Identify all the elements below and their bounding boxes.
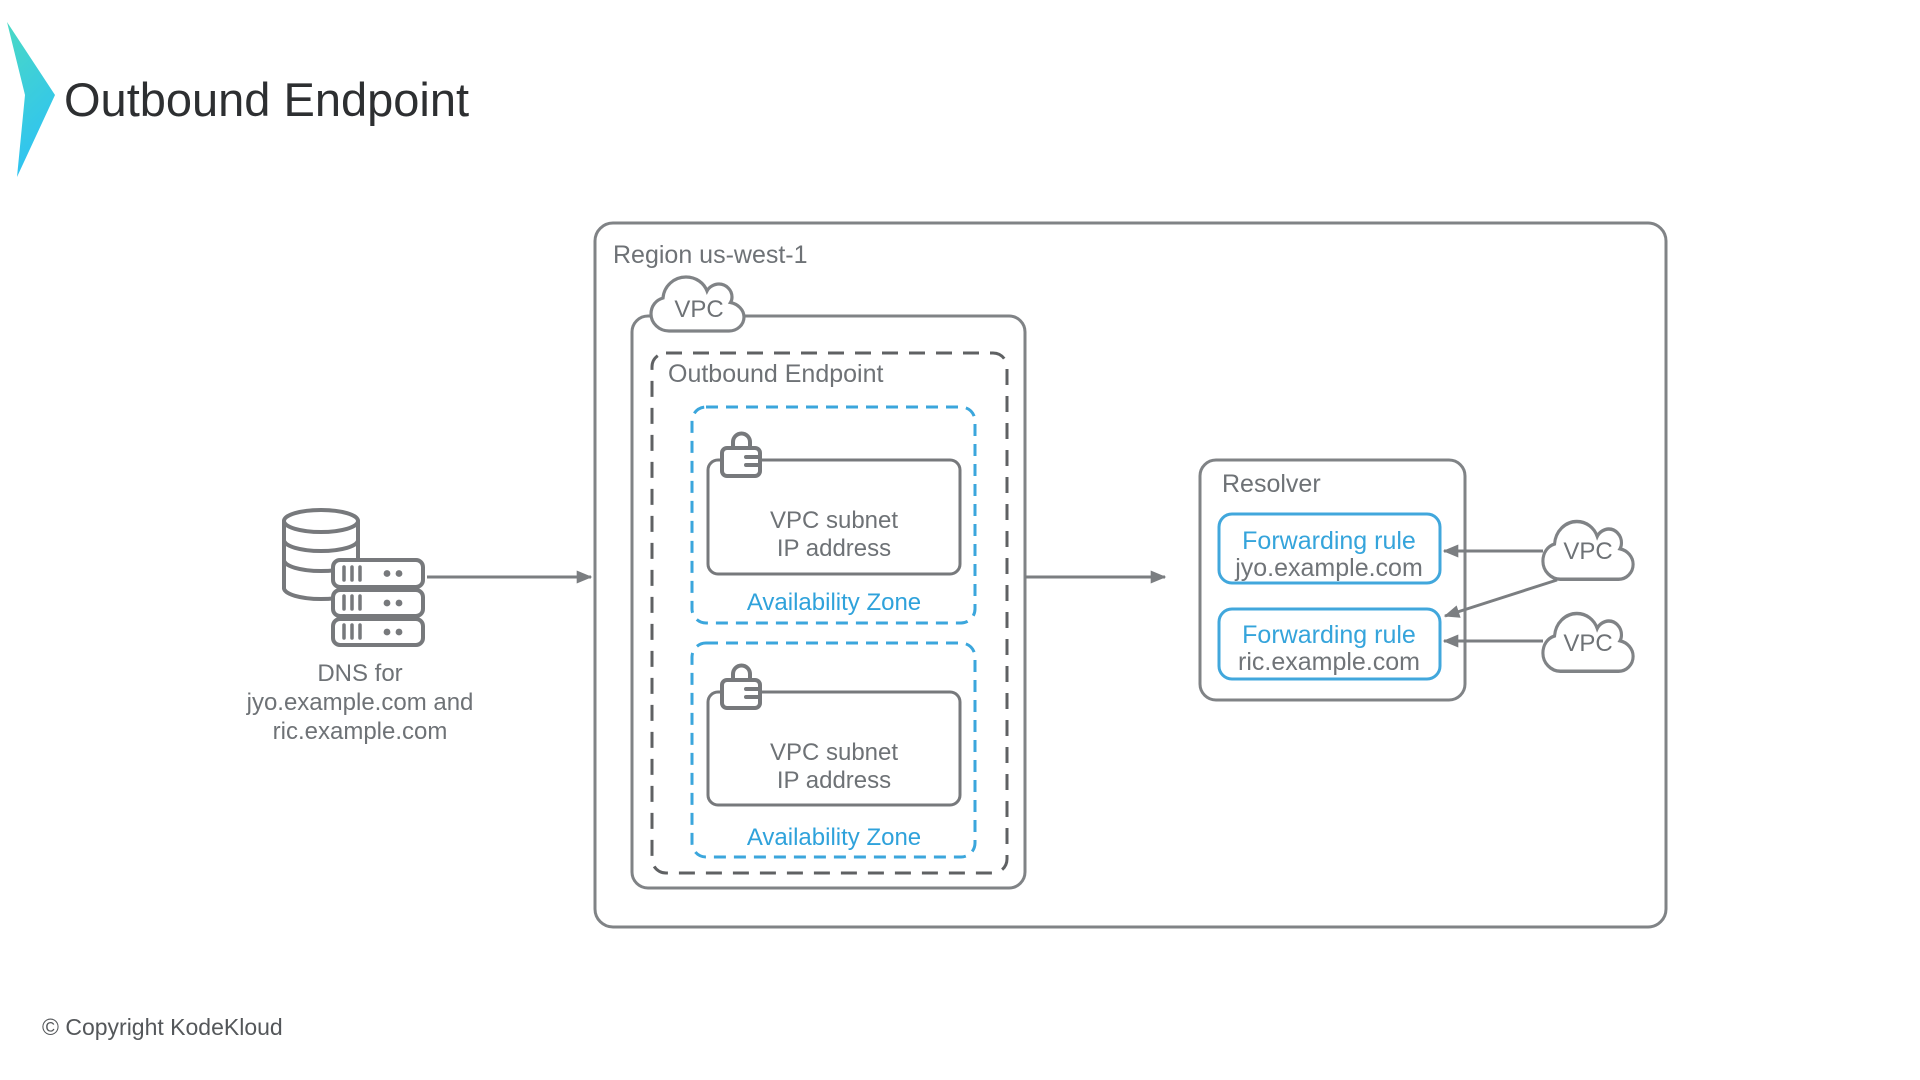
kodekloud-chevron-logo-icon (7, 22, 55, 177)
dns-label-line2: jyo.example.com and (246, 689, 474, 716)
availability-zone-1-label: Availability Zone (747, 589, 921, 616)
vpc-cloud-icon (649, 275, 746, 333)
availability-zone-2-box (690, 641, 977, 859)
region-label: Region us-west-1 (613, 241, 808, 269)
subnet-2-line1: VPC subnet (770, 739, 898, 766)
dns-label-line3: ric.example.com (273, 718, 448, 745)
availability-zone-2-label: Availability Zone (747, 824, 921, 851)
subnet-1-line1: VPC subnet (770, 507, 898, 534)
lock-icon (720, 663, 762, 710)
external-vpc-cloud-1-icon (1541, 519, 1635, 581)
outbound-endpoint-label: Outbound Endpoint (668, 360, 884, 388)
external-vpc-cloud-2-icon (1541, 611, 1635, 673)
dns-server-icon (282, 508, 425, 647)
forwarding-rule-2-box (1217, 607, 1442, 681)
external-vpc-2-label: VPC (1563, 630, 1612, 657)
forwarding-rule-1-domain: jyo.example.com (1234, 554, 1423, 582)
subnet-2-line2: IP address (777, 767, 891, 794)
vpc-cloud-label: VPC (674, 296, 723, 323)
dns-label-line1: DNS for (317, 660, 402, 687)
vpc-subnet-1-box (706, 458, 962, 576)
external-vpc-1-label: VPC (1563, 538, 1612, 565)
forwarding-rule-1-box (1217, 512, 1442, 585)
forwarding-rule-2-domain: ric.example.com (1238, 648, 1420, 676)
lock-icon (720, 431, 762, 478)
outbound-endpoint-box (650, 351, 1009, 875)
forwarding-rule-1-title: Forwarding rule (1242, 527, 1416, 555)
arrow-vpc1-to-rule2 (1443, 578, 1558, 618)
subnet-1-line2: IP address (777, 535, 891, 562)
resolver-label: Resolver (1222, 470, 1321, 498)
availability-zone-1-box (690, 405, 977, 625)
vpc-subnet-2-box (706, 690, 962, 807)
forwarding-rule-2-title: Forwarding rule (1242, 621, 1416, 649)
page-title: Outbound Endpoint (64, 73, 470, 126)
copyright-text: © Copyright KodeKloud (42, 1014, 283, 1040)
